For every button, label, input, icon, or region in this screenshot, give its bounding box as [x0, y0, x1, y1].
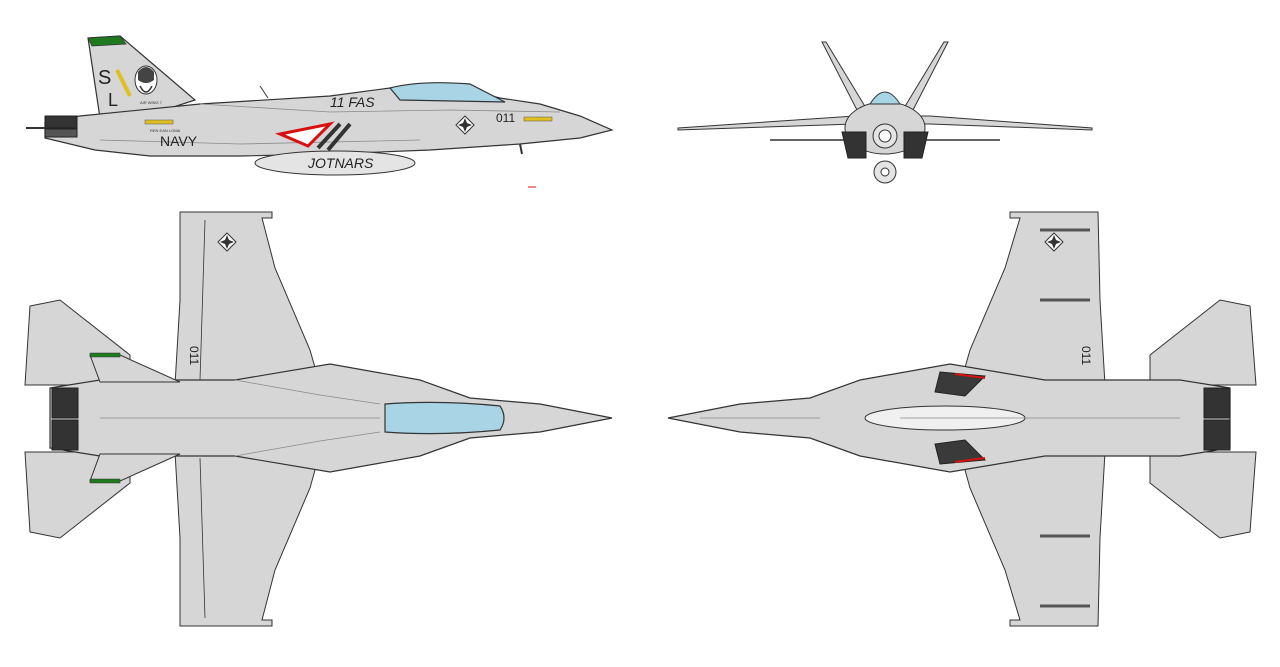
tail-code-upper: S — [98, 67, 111, 89]
wing-modex: 011 — [187, 346, 201, 365]
bottom-wing-modex: 011 — [1079, 346, 1093, 365]
air-wing-label: AIR WING 7 — [140, 100, 163, 105]
squadron-code: 11 FAS — [330, 94, 375, 110]
pilot-name: REN EAN LOMA — [150, 128, 181, 133]
top-view: 011 — [24, 211, 613, 627]
tail-code-lower: L — [108, 90, 118, 110]
bottom-view: 011 — [667, 211, 1257, 627]
front-canopy — [869, 91, 901, 105]
modex-number: 011 — [496, 111, 515, 125]
side-view: S L AIR WING 7 11 FAS NAVY 011 REN EAN L… — [26, 35, 614, 188]
top-canopy — [384, 401, 505, 435]
front-view — [677, 41, 1093, 184]
service-marking: NAVY — [160, 133, 198, 149]
knight-head-icon — [134, 65, 158, 95]
external-tank — [254, 150, 416, 176]
canopy — [388, 82, 506, 103]
tail-tip — [87, 35, 127, 47]
tank-name: JOTNARS — [307, 155, 374, 171]
